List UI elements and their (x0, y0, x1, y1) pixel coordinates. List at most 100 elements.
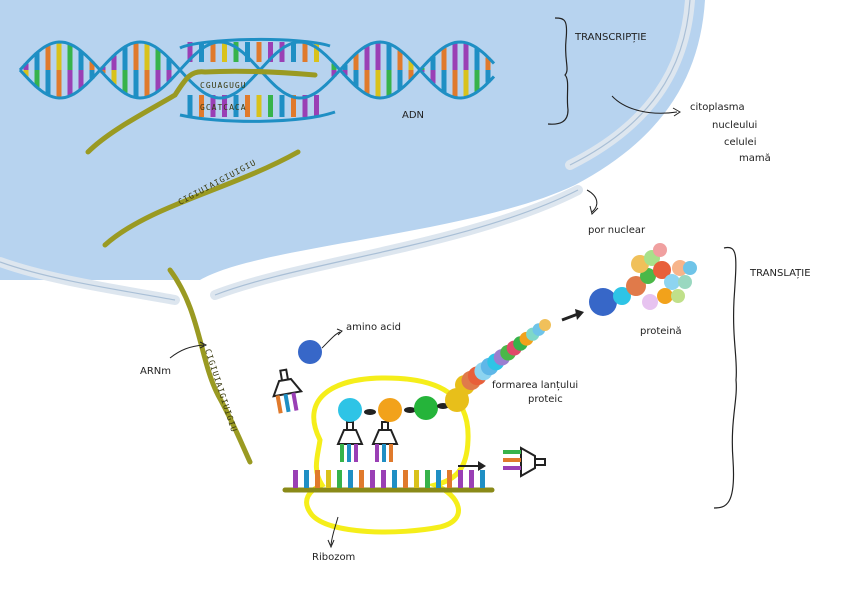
dna-base (133, 42, 139, 70)
dna-base (331, 63, 337, 70)
dna-base (256, 42, 262, 62)
dna-base (245, 42, 250, 62)
ribosome-base (326, 470, 331, 488)
protein-bead (589, 288, 617, 316)
label-amino-acid: amino acid (346, 322, 401, 333)
dna-base (408, 60, 414, 70)
dna-base (430, 70, 436, 84)
dna-base (408, 70, 414, 80)
dna-base (342, 64, 348, 70)
dna-bubble-top (179, 37, 331, 50)
ribosome-base (436, 470, 441, 488)
ribosome-base (381, 470, 386, 488)
free-amino-acid (298, 340, 322, 364)
dna-base (155, 48, 161, 70)
dna-base (210, 42, 216, 62)
ribosome-base (337, 470, 342, 488)
dna-helix (18, 37, 496, 123)
ribosome-base (480, 470, 485, 488)
dna-base (474, 48, 480, 70)
protein-chain (455, 319, 551, 395)
dna-base (268, 42, 273, 62)
label-mama: mamă (739, 153, 771, 164)
dna-base (302, 95, 308, 117)
free-trna (272, 368, 304, 414)
dna-base (233, 42, 239, 62)
dna-base (133, 70, 139, 98)
dna-base (353, 70, 359, 87)
dna-base (397, 50, 403, 70)
label-proteina: proteină (640, 326, 682, 337)
protein-bead (671, 289, 685, 303)
dna-base (342, 70, 348, 76)
dna-base (144, 43, 150, 70)
arrow-to-protein (575, 309, 584, 320)
dna-base (111, 70, 117, 85)
trna-left (336, 421, 364, 462)
dna-base (291, 95, 296, 117)
dna-base (155, 70, 161, 92)
dna-base (111, 55, 117, 70)
protein-chain-bead (539, 319, 551, 331)
dna-base (314, 42, 319, 62)
dna-base (386, 43, 392, 70)
dna-base (397, 70, 403, 90)
dna-base (45, 70, 51, 95)
dna-base (187, 42, 193, 62)
ribosome (304, 375, 471, 535)
protein-bead (642, 294, 658, 310)
ribosome-base (359, 470, 364, 488)
dna-base (56, 70, 62, 98)
ribosome-base (425, 470, 430, 488)
label-translatie: TRANSLAȚIE (749, 268, 811, 279)
dna-base (144, 70, 150, 97)
dna-base (166, 70, 172, 82)
protein-bead (672, 260, 688, 276)
ribosome-base (458, 470, 463, 488)
dna-base (485, 70, 491, 83)
label-adn: ADN (402, 110, 424, 121)
label-celulei: celulei (724, 137, 756, 148)
dna-base (199, 95, 204, 117)
dna-bubble-bottom (179, 110, 336, 123)
transcription-bracket (547, 17, 569, 125)
dna-base (485, 57, 491, 70)
dna-base (364, 45, 370, 70)
protein-bead (653, 243, 667, 257)
protein-bead (664, 274, 680, 290)
dna-base (441, 70, 447, 93)
dna-base (256, 95, 262, 117)
dna-backbone (18, 40, 496, 100)
arrow-trna-exit (478, 461, 486, 471)
ribosome-base (370, 470, 375, 488)
protein-bead (613, 287, 631, 305)
dna-sequence-bottom: GCATCACA (200, 103, 247, 112)
nucleus (0, 0, 705, 280)
dna-base (45, 45, 51, 70)
dna-sequence-top: CGUAGUGU (200, 81, 247, 90)
dna-base (386, 70, 392, 97)
dna-base (56, 42, 62, 70)
dna-base (23, 63, 29, 70)
dna-base (67, 70, 73, 96)
dna-base (430, 56, 436, 70)
label-proteic: proteic (528, 394, 563, 405)
dna-base (441, 47, 447, 70)
mrna-strand-exit (167, 267, 253, 465)
protein-bead (683, 261, 697, 275)
label-ribozom: Ribozom (312, 552, 355, 563)
dna-base (89, 61, 95, 70)
dna-base (279, 42, 285, 62)
protein-bead (653, 261, 671, 279)
amino-acid-cyan (338, 398, 362, 422)
ribosome-base (403, 470, 408, 488)
ribosome-base (469, 470, 474, 488)
ribosome-base (304, 470, 309, 488)
label-nucleului: nucleului (712, 120, 757, 131)
dna-base (474, 70, 480, 92)
dna-base (187, 95, 193, 117)
dna-base (34, 52, 40, 70)
amino-acid-green (414, 396, 438, 420)
dna-base (375, 70, 381, 98)
dna-base (233, 95, 239, 117)
